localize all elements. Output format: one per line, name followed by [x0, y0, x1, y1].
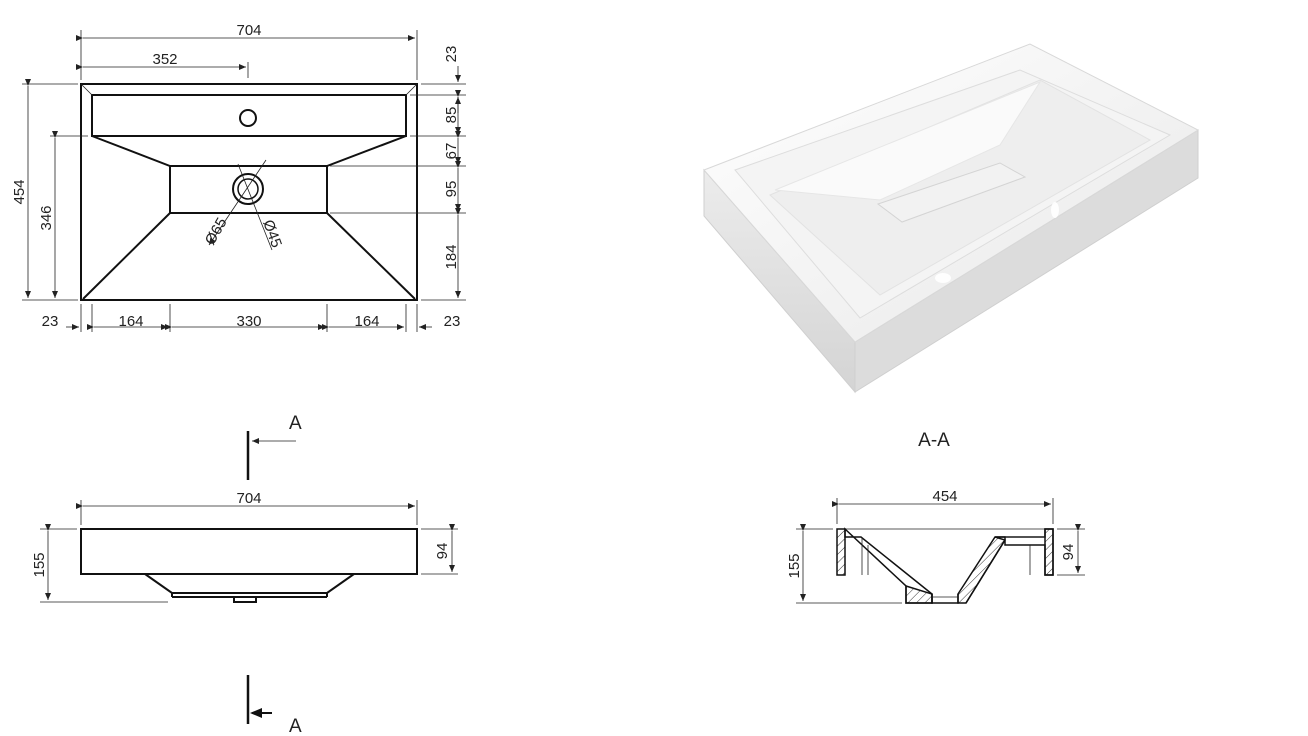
- top-view-outline: [80, 83, 418, 301]
- sink-3d-render: [703, 43, 1200, 394]
- right-dim-3: 67: [443, 143, 460, 160]
- front-view: A 704 155 94 A: [31, 413, 458, 736]
- front-view-body: [80, 528, 418, 575]
- drain-inner-circle: [237, 178, 259, 200]
- top-height-dim: 454: [11, 179, 28, 204]
- section-view: A-A 454 155 94: [786, 430, 1085, 604]
- section-title: A-A: [918, 430, 950, 451]
- bottom-dim-1: 23: [42, 313, 59, 330]
- front-rim-dim: 94: [434, 543, 451, 560]
- front-view-basin: [144, 573, 355, 594]
- right-dim-2: 85: [443, 107, 460, 124]
- right-dim-5: 184: [443, 244, 460, 269]
- right-dim-1: 23: [443, 46, 460, 63]
- front-height-dim: 155: [31, 552, 48, 577]
- tap-hole: [239, 109, 257, 127]
- section-height-dim: 155: [786, 553, 803, 578]
- drain-channel: [169, 165, 328, 214]
- front-width-dim: 704: [236, 490, 261, 507]
- top-width-dim: 704: [236, 22, 261, 39]
- top-view: Ø65 Ø45 704 352 454 346 23 164 330: [11, 22, 466, 332]
- section-width-dim: 454: [932, 488, 957, 505]
- bottom-dim-5: 23: [444, 313, 461, 330]
- bowl-upper-edge: [91, 135, 407, 167]
- section-right-slope: [957, 536, 1006, 604]
- drain-inner-diameter: Ø45: [259, 218, 285, 250]
- section-marker-top: A: [289, 413, 302, 434]
- bottom-dim-2: 164: [118, 313, 143, 330]
- half-width-dim: 352: [152, 51, 177, 68]
- right-dim-4: 95: [443, 181, 460, 198]
- drain-outer-circle: [232, 173, 264, 205]
- section-left-wall: [836, 528, 846, 576]
- bottom-dim-3: 330: [236, 313, 261, 330]
- front-view-drain: [233, 596, 257, 603]
- section-rim-dim: 94: [1060, 544, 1077, 561]
- inner-height-dim: 346: [38, 205, 55, 230]
- tap-shelf: [91, 94, 407, 137]
- section-marker-bottom: A: [289, 716, 302, 736]
- bottom-dim-4: 164: [354, 313, 379, 330]
